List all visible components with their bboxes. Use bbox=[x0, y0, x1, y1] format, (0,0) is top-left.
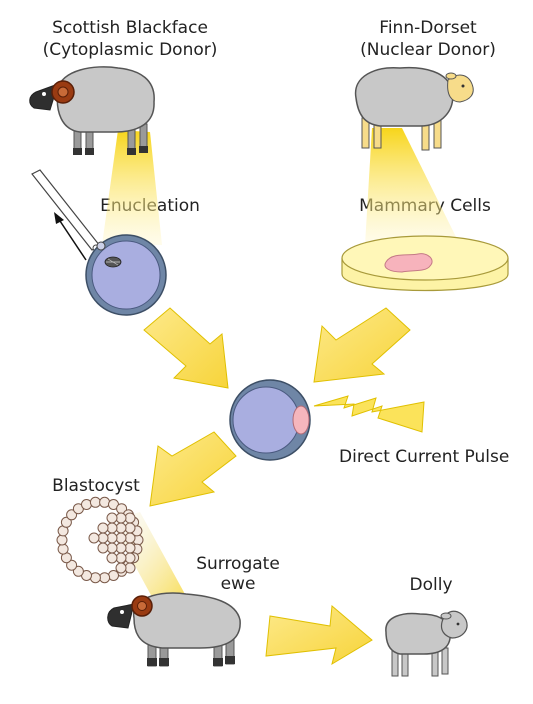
blastocyst-cell bbox=[89, 572, 101, 584]
scottish-blackface-sheep-icon bbox=[29, 66, 155, 155]
extraction-arrow-icon bbox=[54, 212, 87, 261]
mammary-beam bbox=[365, 128, 460, 245]
surrogate-label-line2: ewe bbox=[221, 574, 256, 594]
blastocyst-cell bbox=[99, 572, 111, 584]
blastocyst-label: Blastocyst bbox=[52, 476, 140, 496]
blastocyst-cell bbox=[60, 516, 72, 528]
mammary-tissue-icon bbox=[384, 253, 433, 273]
petri-dish-icon bbox=[341, 235, 509, 292]
donor1-name-label: Scottish Blackface bbox=[52, 18, 208, 38]
blastocyst-cell bbox=[72, 565, 84, 577]
arrow-surrogate-to-dolly bbox=[265, 605, 373, 666]
donor2-name-label: Finn-Dorset bbox=[379, 18, 477, 38]
inner-cell-mass-cell bbox=[97, 522, 109, 534]
fused-cell-icon bbox=[229, 379, 311, 461]
blastocyst-cell bbox=[57, 543, 69, 555]
inner-cell-mass-cell bbox=[115, 562, 127, 574]
blastocyst-cell bbox=[66, 559, 78, 571]
inner-cell-mass-cell bbox=[88, 532, 100, 544]
enucleation-beam bbox=[102, 130, 162, 245]
surrogate-label-line1: Surrogate bbox=[196, 554, 280, 574]
blastocyst-icon bbox=[56, 496, 144, 584]
finn-dorset-sheep-icon bbox=[354, 66, 474, 151]
pulse-label: Direct Current Pulse bbox=[339, 447, 509, 467]
oocyte-cell-icon bbox=[85, 234, 167, 316]
donor2-role-label: (Nuclear Donor) bbox=[360, 40, 496, 60]
inner-cell-mass-cell bbox=[106, 512, 118, 524]
pipette-icon bbox=[31, 169, 101, 252]
blastocyst-cell bbox=[81, 499, 92, 510]
blastocyst-cell bbox=[66, 509, 78, 521]
blastocyst-cell bbox=[108, 570, 119, 581]
blastocyst-cell bbox=[56, 534, 68, 546]
arrow-fusion-to-blastocyst bbox=[149, 431, 237, 507]
donor1-role-label: (Cytoplasmic Donor) bbox=[43, 40, 218, 60]
arrow-mammary-to-fusion bbox=[313, 307, 411, 383]
dolly-label: Dolly bbox=[410, 575, 453, 595]
lightning-bolt-icon bbox=[313, 395, 425, 433]
blastocyst-cell bbox=[89, 496, 101, 508]
arrow-enucleation-to-fusion bbox=[143, 307, 229, 389]
inner-cell-mass-cell bbox=[106, 552, 118, 564]
blastocyst-cell bbox=[99, 496, 111, 508]
dolly-lamb-icon bbox=[385, 610, 468, 677]
inner-cell-mass-cell bbox=[97, 542, 109, 554]
surrogate-ewe-icon bbox=[107, 592, 241, 667]
